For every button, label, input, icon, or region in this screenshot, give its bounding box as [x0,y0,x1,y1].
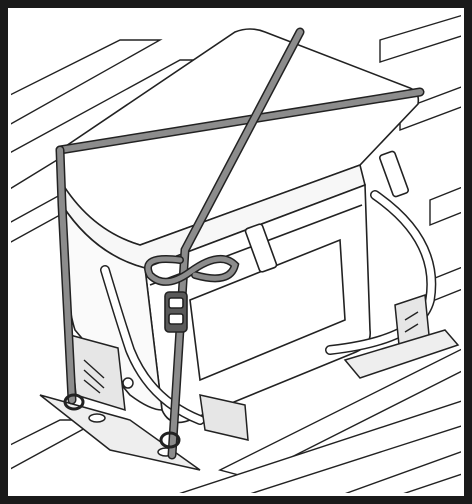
cooler [59,28,437,425]
rack-slat [179,400,461,493]
bracket-bolt [122,377,134,389]
hook-right [159,431,181,449]
mounting-brackets [39,293,460,471]
bracket-front-right [199,394,249,441]
ratchet-buckle [164,291,188,333]
rack-slat [345,451,461,493]
bracket-base-right [343,329,460,379]
rack-slat [429,186,461,227]
cooler-body-front [144,183,372,424]
cooler-latch-right [379,150,409,198]
bracket-slot [88,413,106,423]
strap-hooks [63,393,181,449]
rack-slat [379,14,461,63]
rack-slat [11,193,61,243]
cooler-front-panel [189,238,346,382]
tie-down-straps [55,27,425,460]
hook-left [63,393,85,411]
cooler-latch-left [244,223,278,273]
rack-slat [11,39,163,125]
